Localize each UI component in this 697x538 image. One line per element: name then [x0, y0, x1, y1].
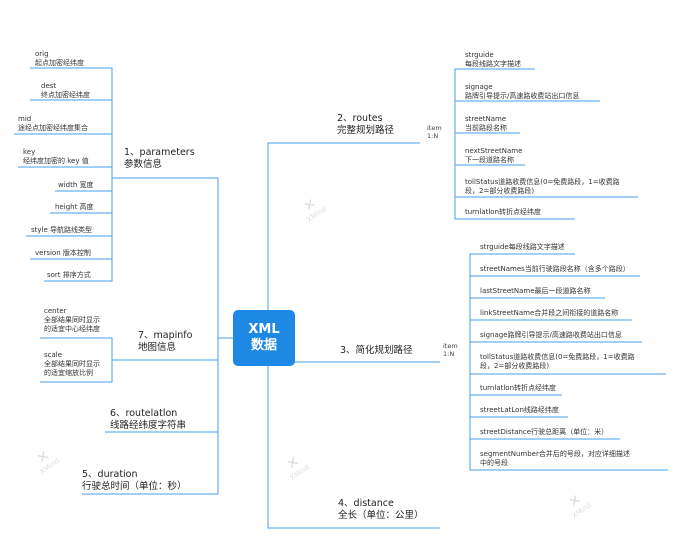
root-node-xml-data[interactable]: XML 数据 — [233, 310, 295, 366]
param-key[interactable]: key 经纬度加密的 key 值 — [23, 148, 89, 165]
link-param-key — [18, 166, 113, 178]
routes-streetname[interactable]: streetName 当前路段名称 — [465, 115, 507, 132]
link-parameters — [112, 177, 233, 339]
simple-streetnames[interactable]: streetNames当前行驶路段名称（含多个路段） — [480, 265, 630, 273]
param-mid[interactable]: mid 途经点加密经纬度集合 — [18, 115, 88, 132]
simple-signage[interactable]: signage路牌引导提示/高速路收费站出口信息 — [480, 331, 622, 339]
link-simple-4 — [469, 341, 642, 362]
link-param-version — [30, 178, 113, 260]
link-routes — [267, 142, 420, 339]
branch-distance[interactable]: 4、distance 全长（单位：公里） — [338, 498, 424, 521]
routes-strguide[interactable]: strguide 每段线路文字描述 — [465, 51, 521, 68]
link-mapinfo-center — [40, 337, 113, 360]
param-height[interactable]: height 高度 — [55, 203, 94, 211]
param-version[interactable]: version 版本控制 — [35, 249, 91, 257]
branch-simplified-routes[interactable]: 3、简化规划路径 — [340, 345, 413, 356]
routes-relation-label: item 1:N — [427, 124, 442, 140]
simple-segmentnumber[interactable]: segmentNumber合并后的号段，对应详细描述 中的号段 — [480, 450, 630, 467]
param-dest[interactable]: dest 终点加密经纬度 — [41, 82, 90, 99]
routes-tollstatus[interactable]: tollStatus道路收费信息(0=免费路段，1=收费路 段，2=部分收费路段… — [465, 178, 620, 195]
param-orig[interactable]: orig 起点加密经纬度 — [35, 50, 84, 67]
link-param-dest — [30, 99, 113, 178]
link-param-mid — [14, 133, 113, 178]
routes-turnlatlon[interactable]: turnlatlon转折点经纬度 — [465, 208, 542, 216]
branch-parameters[interactable]: 1、parameters 参数信息 — [124, 147, 195, 170]
mapinfo-center[interactable]: center 全部结果同时显示 的适宜中心经纬度 — [44, 307, 100, 333]
simplified-relation-label: item 1:N — [443, 342, 458, 358]
simple-laststreetname[interactable]: lastStreetName最后一段道路名称 — [480, 287, 591, 295]
link-routes-1 — [454, 100, 600, 143]
branch-routes[interactable]: 2、routes 完整规划路径 — [337, 113, 395, 136]
simple-streetlatlon[interactable]: streetLatLon线路经纬度 — [480, 406, 559, 414]
simple-tollstatus[interactable]: tollStatus道路收费信息(0=免费路段，1=收费路 段，2=部分收费路段… — [480, 353, 635, 370]
mapinfo-scale[interactable]: scale 全部结果同时显示 的适宜缩放比例 — [44, 351, 100, 377]
simple-strguide[interactable]: strguide每段线路文字描述 — [480, 243, 565, 251]
simple-linkstreetname[interactable]: linkStreetName合并段之间衔接的道路名称 — [480, 309, 619, 317]
branch-duration[interactable]: 5、duration 行驶总时间（单位：秒） — [82, 469, 187, 492]
link-simple-9 — [469, 362, 668, 471]
branch-routelatlon[interactable]: 6、routelatlon 线路经纬度字符串 — [110, 408, 187, 431]
param-sort[interactable]: sort 排序方式 — [47, 271, 91, 279]
routes-nextstreetname[interactable]: nextStreetName 下一段道路名称 — [465, 147, 523, 164]
param-width[interactable]: width 宽度 — [58, 181, 94, 189]
link-mapinfo-scale — [40, 360, 113, 383]
link-routes-5 — [454, 143, 575, 220]
param-style[interactable]: style 导航路线类型 — [31, 226, 93, 234]
link-routes-2 — [454, 132, 520, 143]
routes-signage[interactable]: signage 路牌引导提示/高速路收费站出口信息 — [465, 83, 580, 100]
link-param-sort — [44, 178, 113, 282]
simple-turnlatlon[interactable]: turnlatlon转折点经纬度 — [480, 384, 557, 392]
simple-streetdistance[interactable]: streetDistance行驶总距离（单位：米） — [480, 428, 609, 436]
link-duration — [82, 337, 233, 495]
branch-mapinfo[interactable]: 7、mapinfo 地图信息 — [138, 330, 193, 353]
